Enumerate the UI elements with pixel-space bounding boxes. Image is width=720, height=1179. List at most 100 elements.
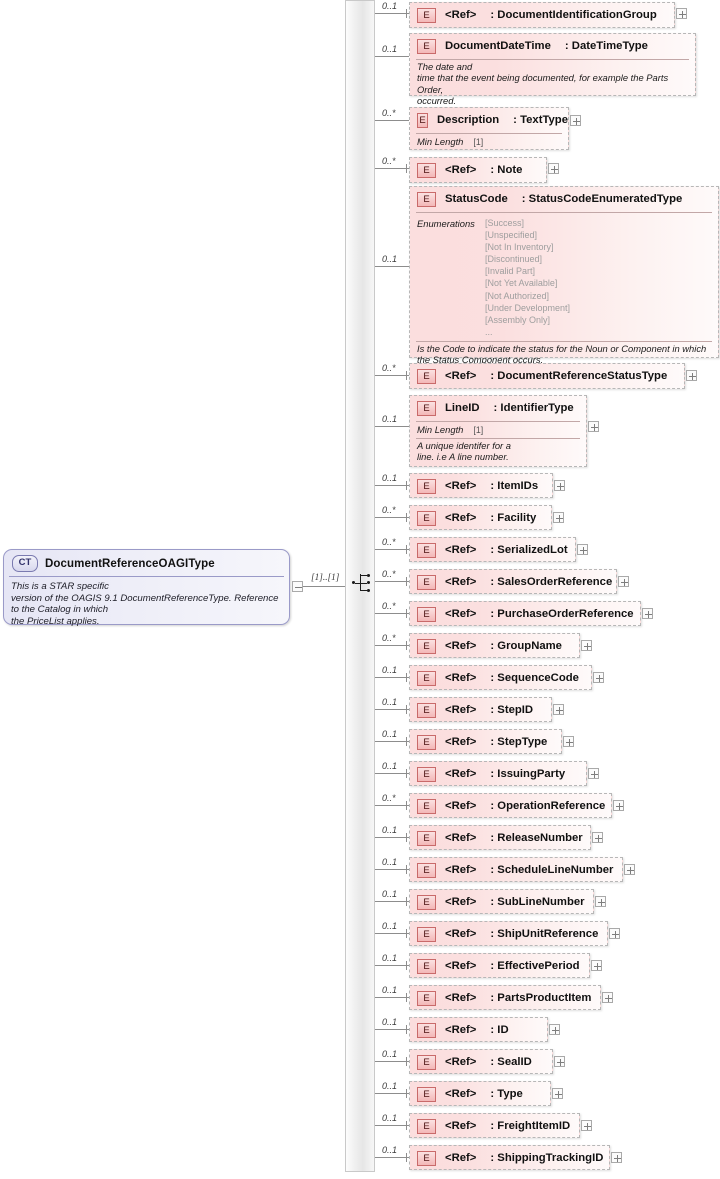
expand-toggle-plus-icon[interactable] [602,992,613,1003]
expand-toggle-plus-icon[interactable] [676,8,687,19]
element-box-shippingtrackingid[interactable]: E<Ref>: ShippingTrackingID [409,1145,610,1170]
divider [416,59,689,60]
element-box-sequencecode[interactable]: E<Ref>: SequenceCode [409,665,592,690]
element-header: E<Ref>: DocumentIdentificationGroup [410,3,674,27]
expand-toggle-plus-icon[interactable] [613,800,624,811]
element-box-effectiveperiod[interactable]: E<Ref>: EffectivePeriod [409,953,590,978]
expand-toggle-plus-icon[interactable] [609,928,620,939]
element-badge-icon: E [417,926,436,942]
element-header: E<Ref>: ShippingTrackingID [410,1146,609,1170]
element-header: E<Ref>: SerializedLot [410,538,575,562]
element-header: E<Ref>: EffectivePeriod [410,954,589,978]
collapse-toggle-minus-icon[interactable] [292,581,303,592]
expand-toggle-plus-icon[interactable] [593,672,604,683]
expand-toggle-plus-icon[interactable] [581,640,592,651]
expand-toggle-plus-icon[interactable] [618,576,629,587]
element-box-purchaseorderreference[interactable]: E<Ref>: PurchaseOrderReference [409,601,641,626]
element-box-operationreference[interactable]: E<Ref>: OperationReference [409,793,612,818]
element-box-schedulelinenumber[interactable]: E<Ref>: ScheduleLineNumber [409,857,623,882]
element-badge-icon: E [417,7,436,23]
occurrence-label: 0..1 [382,44,398,54]
element-header: E<Ref>: ShipUnitReference [410,922,607,946]
connector-tick [406,609,407,618]
connector-tick [406,1121,407,1130]
element-badge-icon: E [417,670,436,686]
sequence-compositor-icon[interactable] [352,572,374,594]
ref-label: <Ref> [445,1056,477,1068]
occurrence-label: 0..1 [382,1,398,11]
element-box-sealid[interactable]: E<Ref>: SealID [409,1049,553,1074]
occurrence-label: 0..1 [382,857,398,867]
expand-toggle-plus-icon[interactable] [553,512,564,523]
expand-toggle-plus-icon[interactable] [591,960,602,971]
expand-toggle-plus-icon[interactable] [553,704,564,715]
expand-toggle-plus-icon[interactable] [588,768,599,779]
expand-toggle-plus-icon[interactable] [592,832,603,843]
element-type-label: : IssuingParty [490,768,566,780]
element-box-releasenumber[interactable]: E<Ref>: ReleaseNumber [409,825,591,850]
expand-toggle-plus-icon[interactable] [563,736,574,747]
element-name-label: <Ref>: OperationReference [445,800,605,812]
occurrence-label: 0..1 [382,414,398,424]
element-box-groupname[interactable]: E<Ref>: GroupName [409,633,580,658]
ref-label: <Ref> [445,164,477,176]
occurrence-label: 0..1 [382,1017,398,1027]
element-badge-icon: E [417,1086,436,1102]
expand-toggle-plus-icon[interactable] [611,1152,622,1163]
facet-row: Min Length[1] [410,134,568,149]
element-box-note[interactable]: E<Ref>: Note [409,157,547,183]
expand-toggle-plus-icon[interactable] [570,115,581,126]
expand-toggle-plus-icon[interactable] [581,1120,592,1131]
expand-toggle-plus-icon[interactable] [577,544,588,555]
element-box-sublinenumber[interactable]: E<Ref>: SubLineNumber [409,889,594,914]
element-box-salesorderreference[interactable]: E<Ref>: SalesOrderReference [409,569,617,594]
element-box-partsproductitem[interactable]: E<Ref>: PartsProductItem [409,985,601,1010]
element-box-steptype[interactable]: E<Ref>: StepType [409,729,562,754]
expand-toggle-plus-icon[interactable] [642,608,653,619]
element-box-itemids[interactable]: E<Ref>: ItemIDs [409,473,553,498]
expand-toggle-plus-icon[interactable] [595,896,606,907]
element-badge-icon: E [417,112,429,128]
expand-toggle-plus-icon[interactable] [554,480,565,491]
element-box-id[interactable]: E<Ref>: ID [409,1017,548,1042]
element-badge-icon: E [417,162,436,178]
element-box-freightitemid[interactable]: E<Ref>: FreightItemID [409,1113,580,1138]
element-box-documentreferencestatustype[interactable]: E<Ref>: DocumentReferenceStatusType [409,363,685,389]
connector-tick [406,371,407,380]
element-box-issuingparty[interactable]: E<Ref>: IssuingParty [409,761,587,786]
expand-toggle-plus-icon[interactable] [686,370,697,381]
expand-toggle-plus-icon[interactable] [624,864,635,875]
element-box-stepid[interactable]: E<Ref>: StepID [409,697,552,722]
ref-label: <Ref> [445,1152,477,1164]
expand-toggle-plus-icon[interactable] [588,421,599,432]
element-box-documentidentificationgroup[interactable]: E<Ref>: DocumentIdentificationGroup [409,2,675,28]
element-type-label: : PartsProductItem [490,992,592,1004]
expand-toggle-plus-icon[interactable] [552,1088,563,1099]
element-type-label: : ShippingTrackingID [490,1152,604,1164]
element-header: E<Ref>: FreightItemID [410,1114,579,1138]
element-box-serializedlot[interactable]: E<Ref>: SerializedLot [409,537,576,562]
element-box-facility[interactable]: E<Ref>: Facility [409,505,552,530]
expand-toggle-plus-icon[interactable] [549,1024,560,1035]
expand-toggle-plus-icon[interactable] [554,1056,565,1067]
connector-line [375,517,409,518]
element-header: E<Ref>: SubLineNumber [410,890,593,914]
element-type-label: : IdentifierType [493,402,574,414]
complex-type-box-documentreferenceoagitype[interactable]: CT DocumentReferenceOAGIType This is a S… [3,549,290,627]
enumeration-value: [Not Yet Available] [485,278,558,289]
element-name-label: Description: TextType [437,114,568,126]
connector-tick [406,1057,407,1066]
ref-label: <Ref> [445,9,477,21]
occurrence-label: 0..* [382,633,396,643]
occurrence-label: 0..1 [382,825,398,835]
element-box-shipunitreference[interactable]: E<Ref>: ShipUnitReference [409,921,608,946]
element-badge-icon: E [417,862,436,878]
element-box-type[interactable]: E<Ref>: Type [409,1081,551,1106]
expand-toggle-plus-icon[interactable] [548,163,559,174]
